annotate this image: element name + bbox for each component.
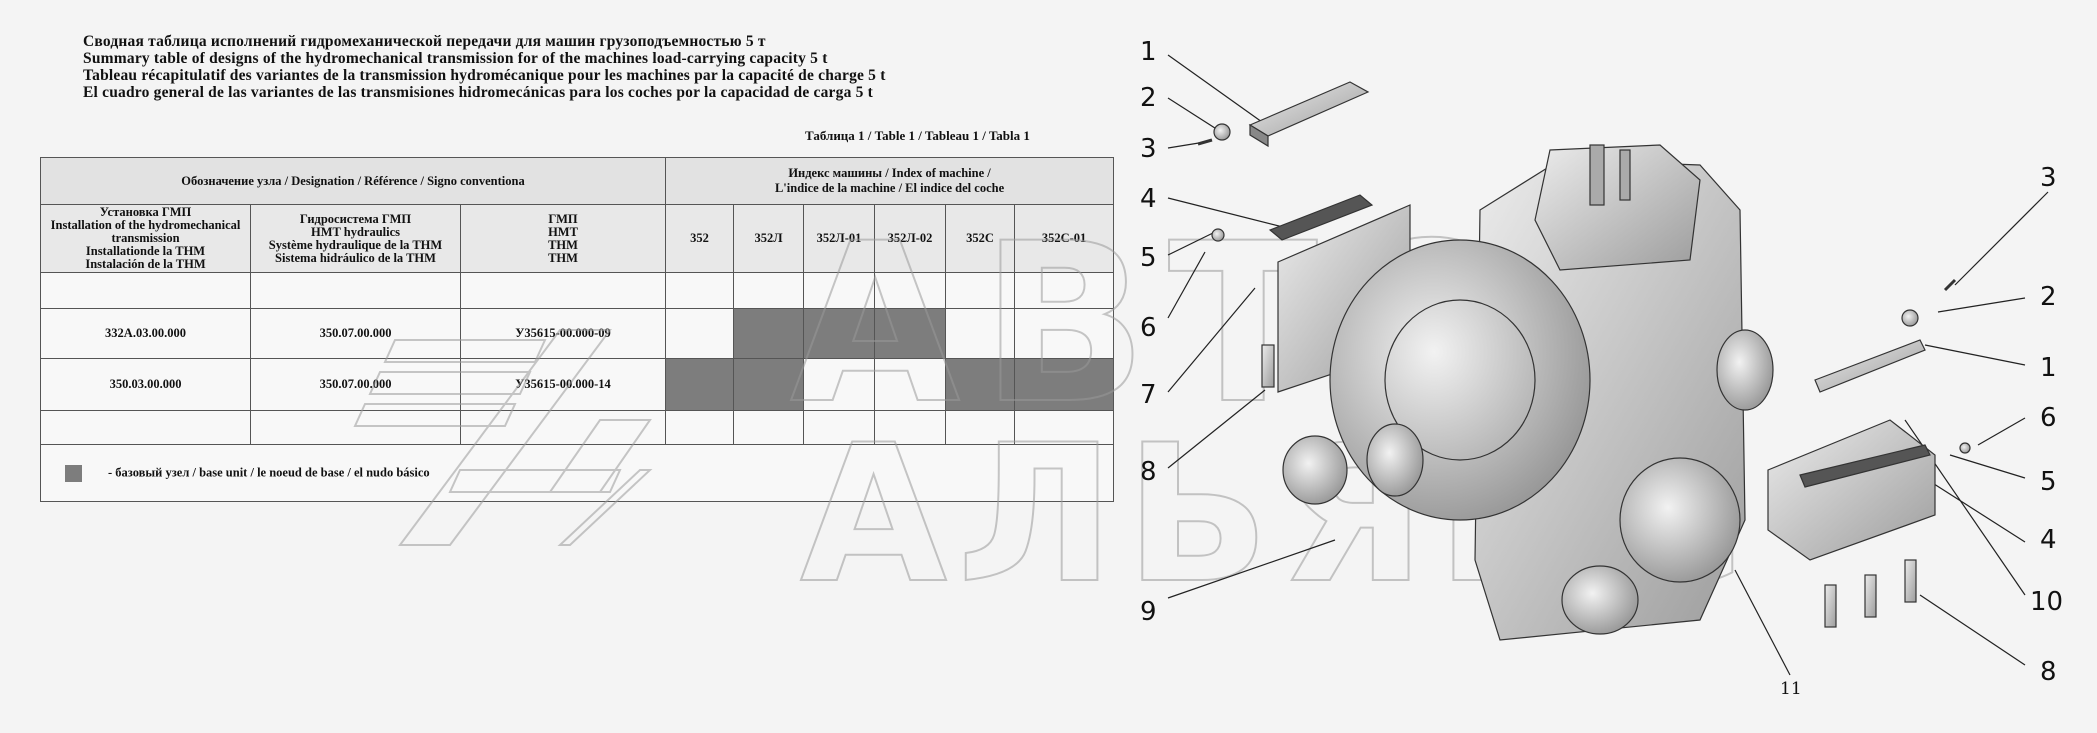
cell-machine-3 [874, 410, 946, 445]
cell-unit: 332А.03.00.000 [40, 308, 251, 359]
title-en: Summary table of designs of the hydromec… [83, 50, 828, 67]
cell-machine-4 [945, 308, 1015, 359]
cell-hydro [250, 410, 461, 445]
table-row [40, 272, 1115, 309]
machine-352: 352 [665, 204, 734, 273]
machine-index-header-line2: L'indice de la machine / El indice del c… [774, 181, 1005, 195]
table-row [40, 410, 1115, 445]
bracket-plate-icon [1248, 81, 1370, 137]
cell-machine-0 [665, 410, 734, 445]
callout-9: 9 [1140, 597, 1157, 627]
machine-index-header: Индекс машины / Index of machine / L'ind… [664, 157, 1115, 205]
cell-machine-5 [1013, 272, 1115, 309]
cell-gmp [460, 410, 666, 445]
mount-strip-icon [1268, 194, 1374, 241]
cell-machine-0 [665, 358, 734, 411]
callouts-right: 3 2 1 6 5 4 10 8 [2030, 163, 2063, 687]
bolt-icon [1261, 344, 1275, 388]
cell-unit [40, 272, 251, 309]
torque-converter-icon [1329, 239, 1591, 521]
callout-8: 8 [1140, 457, 1157, 487]
cell-machine-2 [803, 272, 875, 309]
cell-machine-4 [945, 358, 1015, 411]
cell-machine-2 [803, 358, 875, 411]
cell-machine-1 [733, 358, 804, 411]
callout-2: 2 [1140, 83, 1157, 113]
callout-r-2: 2 [2040, 282, 2057, 312]
column-header-unit: Установка ГМП Installation of the hydrom… [40, 204, 251, 273]
callout-r-3: 3 [2040, 163, 2057, 193]
machine-352l-02: 352Л-02 [874, 204, 946, 273]
valve-block-icon [1534, 144, 1701, 271]
callout-r-5: 5 [2040, 467, 2057, 497]
cell-unit: 350.03.00.000 [40, 358, 251, 411]
cell-machine-3 [874, 272, 946, 309]
callout-r-1: 1 [2040, 353, 2057, 383]
cell-machine-4 [945, 272, 1015, 309]
cell-machine-5 [1013, 410, 1115, 445]
title-es: El cuadro general de las variantes de la… [83, 84, 874, 101]
column-header-hydro: Гидросистема ГМП HMT hydraulics Système … [250, 204, 461, 273]
callout-5: 5 [1140, 243, 1157, 273]
column-header-gmp: ГМП НМТ ТНМ ТНМ [460, 204, 666, 273]
support-bracket-icon [1767, 419, 1936, 561]
cell-machine-0 [665, 308, 734, 359]
title-ru: Сводная таблица исполнений гидромеханиче… [83, 33, 766, 50]
cell-hydro: 350.07.00.000 [250, 308, 461, 359]
designation-header: Обозначение узла / Designation / Référen… [40, 157, 666, 205]
transmission-parts [1197, 81, 1971, 641]
cell-gmp [460, 272, 666, 309]
cell-machine-1 [733, 272, 804, 309]
table-caption: Таблица 1 / Table 1 / Tableau 1 / Tabla … [805, 128, 1030, 143]
cell-machine-0 [665, 272, 734, 309]
cell-machine-1 [733, 410, 804, 445]
callout-4: 4 [1140, 184, 1157, 214]
callout-7: 7 [1140, 380, 1157, 410]
document-titles: Сводная таблица исполнений гидромеханиче… [83, 33, 886, 101]
callout-6: 6 [1140, 313, 1157, 343]
title-fr: Tableau récapitulatif des variantes de l… [83, 67, 886, 84]
cell-gmp: У35615-00.000-14 [460, 358, 666, 411]
callout-r-8: 8 [2040, 657, 2057, 687]
cell-machine-3 [874, 308, 946, 359]
cell-machine-4 [945, 410, 1015, 445]
legend-text: - базовый узел / base unit / le noeud de… [108, 464, 430, 479]
callouts-left: 1 2 3 4 5 6 7 8 9 [1140, 37, 1157, 627]
cell-machine-5 [1013, 358, 1115, 411]
cell-machine-3 [874, 358, 946, 411]
cell-gmp: У35615-00.000-09 [460, 308, 666, 359]
machine-352s: 352С [945, 204, 1015, 273]
machine-index-header-line1: Индекс машины / Index of machine / [788, 166, 991, 180]
base-unit-swatch [65, 464, 82, 482]
cell-machine-2 [803, 410, 875, 445]
callout-11: 11 [1780, 679, 1802, 699]
cell-hydro: 350.07.00.000 [250, 358, 461, 411]
machine-352s-01: 352С-01 [1013, 204, 1115, 273]
cell-machine-2 [803, 308, 875, 359]
callout-r-6: 6 [2040, 403, 2057, 433]
output-flange-icon [1619, 457, 1741, 583]
bracket-plate-right-icon [1814, 339, 1926, 393]
nut-icon [1213, 123, 1231, 141]
machine-352l-01: 352Л-01 [803, 204, 875, 273]
designs-table: Обозначение узла / Designation / Référen… [39, 157, 1115, 502]
motor-icon [1561, 565, 1639, 635]
cell-unit [40, 410, 251, 445]
cell-hydro [250, 272, 461, 309]
callout-r-10: 10 [2030, 587, 2063, 617]
cell-machine-5 [1013, 308, 1115, 359]
pump-icon [1282, 435, 1348, 505]
callout-r-4: 4 [2040, 525, 2057, 555]
legend-cell: - базовый узел / base unit / le noeud de… [39, 444, 1115, 502]
callout-1: 1 [1140, 37, 1157, 67]
exploded-view-drawing: 1 2 3 4 5 6 7 8 9 3 2 1 6 5 4 10 8 11 [1140, 37, 2063, 699]
machine-352l: 352Л [733, 204, 804, 273]
callout-3: 3 [1140, 134, 1157, 164]
cell-machine-1 [733, 308, 804, 359]
